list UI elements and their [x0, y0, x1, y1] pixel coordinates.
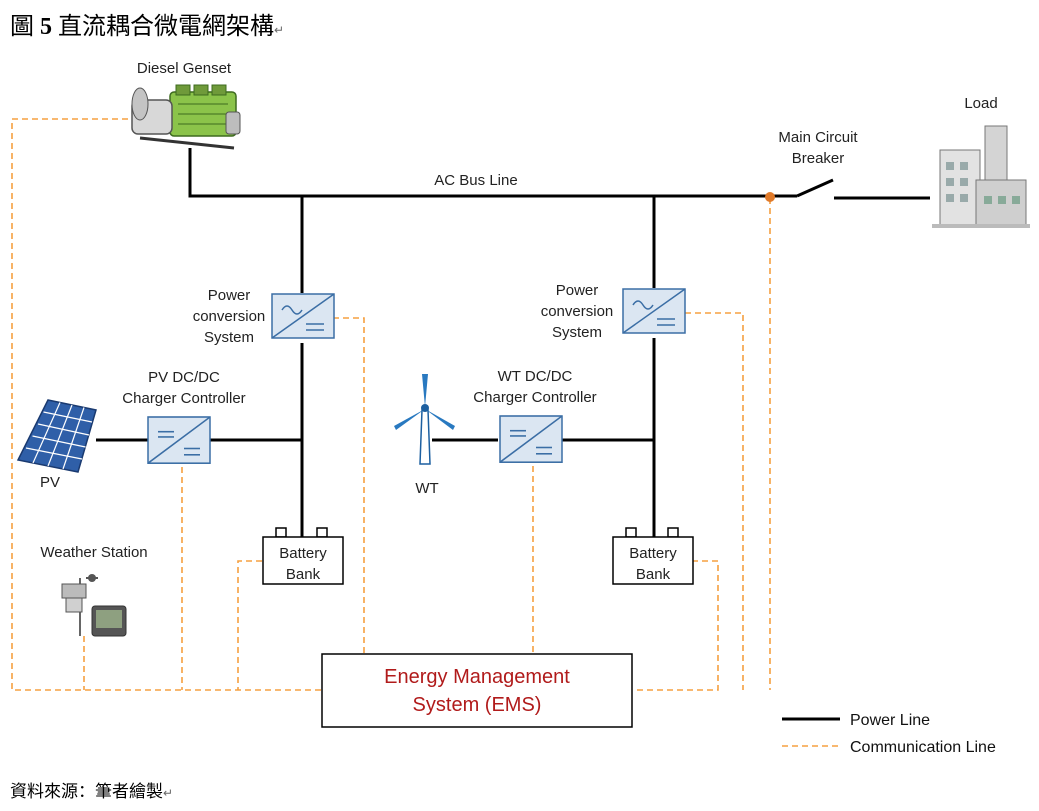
ems-label-line2: System (EMS): [413, 694, 542, 716]
breaker-label-line2: Breaker: [792, 150, 845, 167]
diesel-genset-icon: [131, 84, 241, 150]
pcs-left-label-line2: conversion: [193, 308, 266, 325]
battery-right-label-line1: Battery: [629, 545, 677, 562]
comm-line-battery-right: [633, 560, 719, 691]
pv-ctrl-label-line1: PV DC/DC: [148, 369, 220, 386]
comm-line-battery-left: [237, 560, 262, 690]
figure-source: 資料來源：筆者繪製↵: [10, 777, 173, 802]
return-mark: ↵: [274, 23, 285, 37]
diesel-feed-line: [188, 148, 797, 198]
comm-line-pcs-left: [333, 317, 365, 654]
pv-ctrl-label-line2: Charger Controller: [122, 390, 245, 407]
breaker-node: [765, 192, 775, 202]
ems-box: [321, 653, 633, 728]
weather-station-icon: [61, 574, 127, 637]
battery-left-label-line2: Bank: [286, 566, 321, 583]
pcs-right-label-line3: System: [552, 324, 602, 341]
pcs-left-label-line1: Power: [208, 287, 251, 304]
pcs-right-converter: [622, 288, 686, 334]
pcs-right-label-line2: conversion: [541, 303, 614, 320]
battery-bank-left: [262, 527, 344, 585]
pcs-left-converter: [271, 293, 335, 339]
figure-title-prefix: 圖: [10, 14, 34, 40]
wt-label: WT: [415, 480, 438, 497]
pv-panel-icon: [16, 399, 97, 473]
main-circuit-breaker: [765, 178, 834, 202]
figure-title: 圖 5 直流耦合微電網架構↵: [10, 6, 284, 41]
load-label: Load: [964, 95, 997, 112]
legend-power-label: Power Line: [850, 712, 930, 729]
comm-line-diesel: [11, 118, 322, 691]
figure-title-text: 直流耦合微電網架構: [58, 14, 274, 40]
ems-label-line1: Energy Management: [384, 666, 570, 688]
communication-lines: [11, 118, 771, 691]
pcs-right-label-line1: Power: [556, 282, 599, 299]
comm-line-pcs-right: [685, 312, 744, 690]
load-factory-icon: [932, 125, 1030, 228]
pcs-left-label-line3: System: [204, 329, 254, 346]
diesel-label: Diesel Genset: [137, 60, 232, 77]
ac-bus-label: AC Bus Line: [434, 172, 517, 189]
battery-left-label-line1: Battery: [279, 545, 327, 562]
wt-controller-converter: [499, 415, 563, 463]
wind-turbine-icon: [394, 374, 455, 465]
pv-controller-converter: [147, 416, 211, 464]
pv-label: PV: [40, 474, 60, 491]
wt-ctrl-label-line1: WT DC/DC: [498, 368, 573, 385]
source-return-mark: ↵: [163, 786, 174, 800]
legend-comm-label: Communication Line: [850, 739, 996, 756]
source-text: 資料來源：筆者繪製: [10, 782, 163, 802]
power-lines: [96, 148, 930, 537]
weather-label: Weather Station: [40, 544, 147, 561]
battery-bank-right: [612, 527, 694, 585]
legend: Power Line Communication Line: [782, 712, 996, 756]
battery-right-label-line2: Bank: [636, 566, 671, 583]
figure-number: 5: [40, 14, 52, 40]
wt-ctrl-label-line2: Charger Controller: [473, 389, 596, 406]
breaker-label-line1: Main Circuit: [778, 129, 858, 146]
